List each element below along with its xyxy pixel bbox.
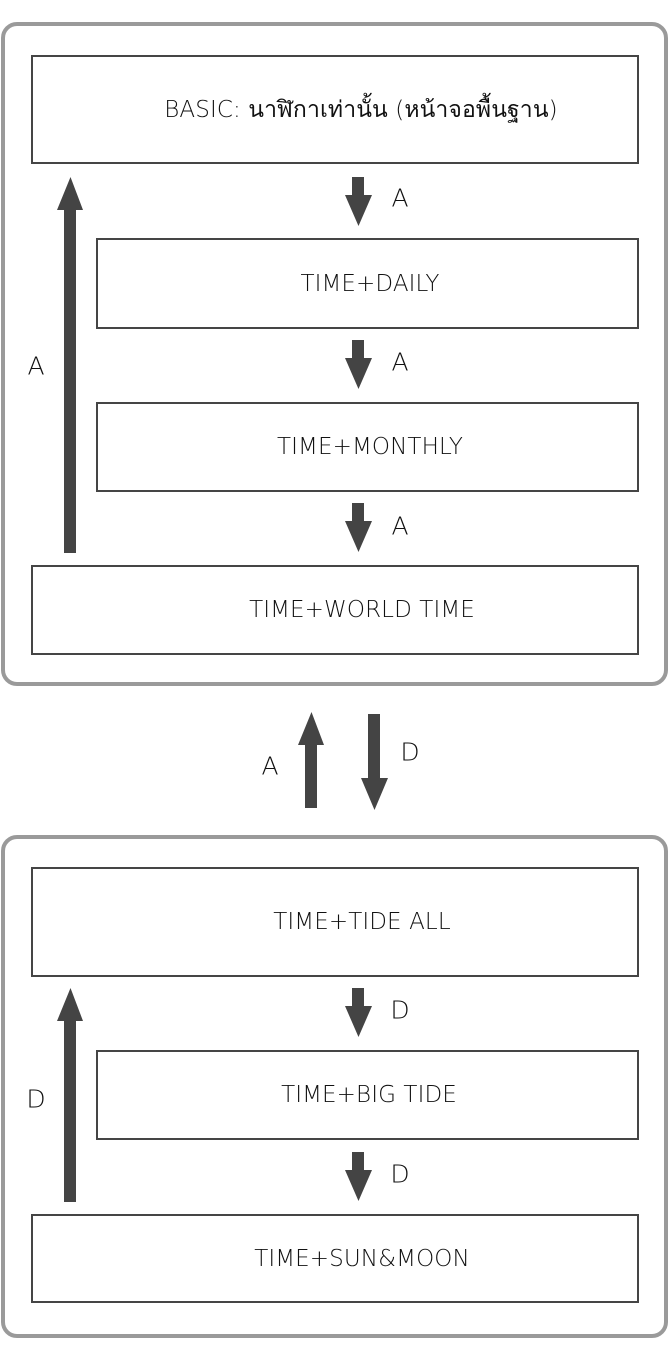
- switch-down-key-label: D: [400, 737, 420, 767]
- step-key-label: A: [391, 183, 409, 213]
- return-key-label: D: [26, 1084, 46, 1114]
- arrow-down-icon: [361, 714, 389, 811]
- switch-up-key-label: A: [261, 751, 279, 781]
- screen-time-world-time: TIME+WORLD TIME: [31, 565, 639, 655]
- screen-label: BASIC: นาฬิกาเท่านั้น (หน้าจอพื้นฐาน): [164, 96, 558, 123]
- screen-label: TIME+DAILY: [300, 270, 440, 297]
- step-key-label: A: [391, 347, 409, 377]
- return-key-label: A: [27, 351, 45, 381]
- screen-label: TIME+WORLD TIME: [249, 597, 475, 623]
- step-key-label: D: [390, 1159, 410, 1189]
- arrow-down-icon: [345, 177, 373, 227]
- screen-label: TIME+BIG TIDE: [281, 1082, 457, 1108]
- step-key-label: D: [390, 995, 410, 1025]
- arrow-up-icon: [57, 177, 84, 554]
- screen-time-monthly: TIME+MONTHLY: [96, 402, 639, 492]
- screen-time-sun-moon: TIME+SUN&MOON: [31, 1214, 639, 1303]
- arrow-down-icon: [345, 1152, 373, 1202]
- screen-time-big-tide: TIME+BIG TIDE: [96, 1050, 639, 1140]
- screen-time-daily: TIME+DAILY: [96, 238, 639, 329]
- arrow-down-icon: [345, 503, 373, 553]
- screen-basic: BASIC: นาฬิกาเท่านั้น (หน้าจอพื้นฐาน): [31, 55, 639, 164]
- arrow-up-icon: [298, 712, 325, 809]
- arrow-down-icon: [345, 340, 373, 390]
- arrow-up-icon: [57, 988, 84, 1203]
- step-key-label: A: [391, 511, 409, 541]
- screen-label: TIME+SUN&MOON: [254, 1245, 470, 1272]
- arrow-down-icon: [345, 988, 373, 1038]
- screen-label: TIME+TIDE ALL: [273, 909, 451, 935]
- screen-label: TIME+MONTHLY: [277, 434, 463, 460]
- screen-time-tide-all: TIME+TIDE ALL: [31, 867, 639, 977]
